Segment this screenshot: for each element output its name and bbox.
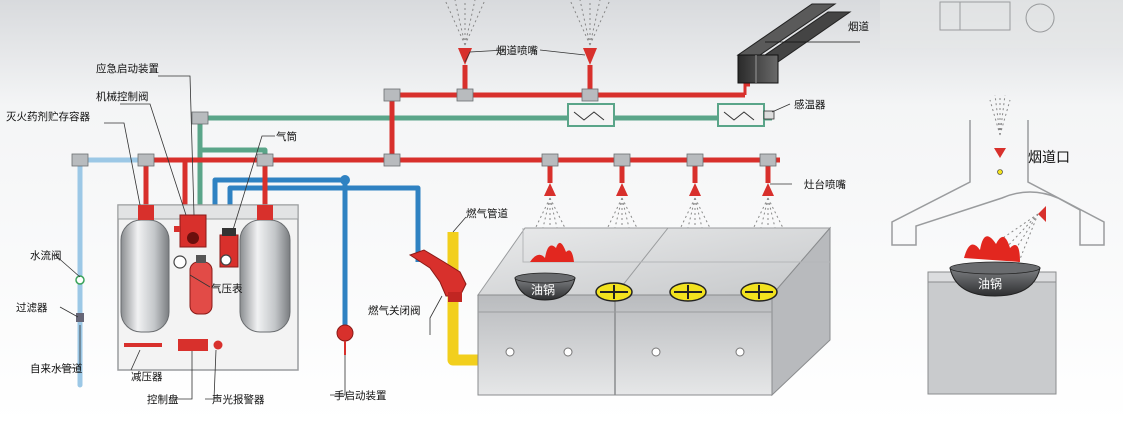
wok-left — [514, 242, 576, 301]
label-emergency-start: 应急启动装置 — [96, 62, 159, 75]
blue-pipe-joint — [340, 175, 350, 185]
agent-tank-left — [120, 205, 170, 333]
pipe-fittings — [71, 88, 777, 167]
label-heat-detector: 感温器 — [794, 98, 826, 111]
label-pressure-gauge: 气压表 — [211, 282, 243, 295]
duct-feed-arrow — [743, 83, 750, 95]
label-stove-nozzle: 灶台喷嘴 — [804, 178, 846, 191]
label-pressure-reducer: 减压器 — [131, 371, 163, 383]
duct-nozzle-1 — [444, 0, 486, 65]
pressure-gauge-icon-2 — [220, 254, 232, 266]
burner-3 — [740, 282, 778, 302]
ceiling-fan-icon — [939, 1, 1055, 33]
label-agent-container: 灭火药剂贮存容器 — [6, 110, 90, 123]
label-gas-cylinder: 气筒 — [276, 130, 297, 143]
heat-detector-2 — [717, 103, 775, 127]
blue-pipe — [212, 177, 421, 325]
label-water-flow-valve: 水流阀 — [30, 249, 62, 262]
label-wok-left: 油锅 — [531, 282, 555, 297]
label-mechanical-valve: 机械控制阀 — [96, 90, 149, 103]
burner-1 — [595, 282, 633, 302]
label-alarm: 声光报警器 — [212, 393, 265, 406]
labels: 应急启动装置 机械控制阀 灭火药剂贮存容器 气筒 水流阀 过滤器 自来水管道 减… — [6, 20, 1070, 406]
label-filter: 过滤器 — [16, 301, 48, 314]
water-flow-valve-icon — [75, 275, 85, 285]
burner-2 — [669, 282, 707, 302]
filter-icon — [76, 313, 84, 322]
mechanical-control-valve — [174, 214, 207, 248]
control-panel-icon — [178, 339, 208, 351]
agent-tank-right — [239, 205, 291, 333]
label-gas-pipe: 燃气管道 — [466, 207, 508, 220]
hood-inset — [891, 94, 1105, 246]
label-duct-opening: 烟道口 — [1028, 150, 1070, 166]
label-gas-shutoff-valve: 燃气关闭阀 — [368, 304, 421, 317]
background-ceiling — [880, 0, 1123, 48]
label-manual-start: 手启动装置 — [334, 389, 387, 402]
label-duct: 烟道 — [848, 20, 869, 33]
alarm-icon — [213, 340, 223, 350]
label-tap-water-pipe: 自来水管道 — [30, 362, 83, 375]
label-wok-right: 油锅 — [978, 276, 1002, 291]
red-extinguisher — [189, 255, 213, 315]
leader-lines — [54, 49, 792, 400]
label-duct-nozzle: 烟道喷嘴 — [496, 44, 538, 57]
duct-nozzle-2 — [569, 0, 611, 65]
pressure-gauge-icon — [173, 255, 187, 269]
label-control-panel: 控制盘 — [147, 393, 179, 406]
gas-shutoff-valve — [408, 249, 467, 302]
duct — [736, 3, 860, 84]
manual-start-device — [336, 324, 354, 355]
inset-nozzle — [999, 206, 1046, 265]
pressure-reducer-icon — [124, 343, 162, 347]
heat-detector-1 — [567, 103, 615, 127]
inset-wok — [949, 236, 1041, 297]
stove — [477, 226, 832, 397]
